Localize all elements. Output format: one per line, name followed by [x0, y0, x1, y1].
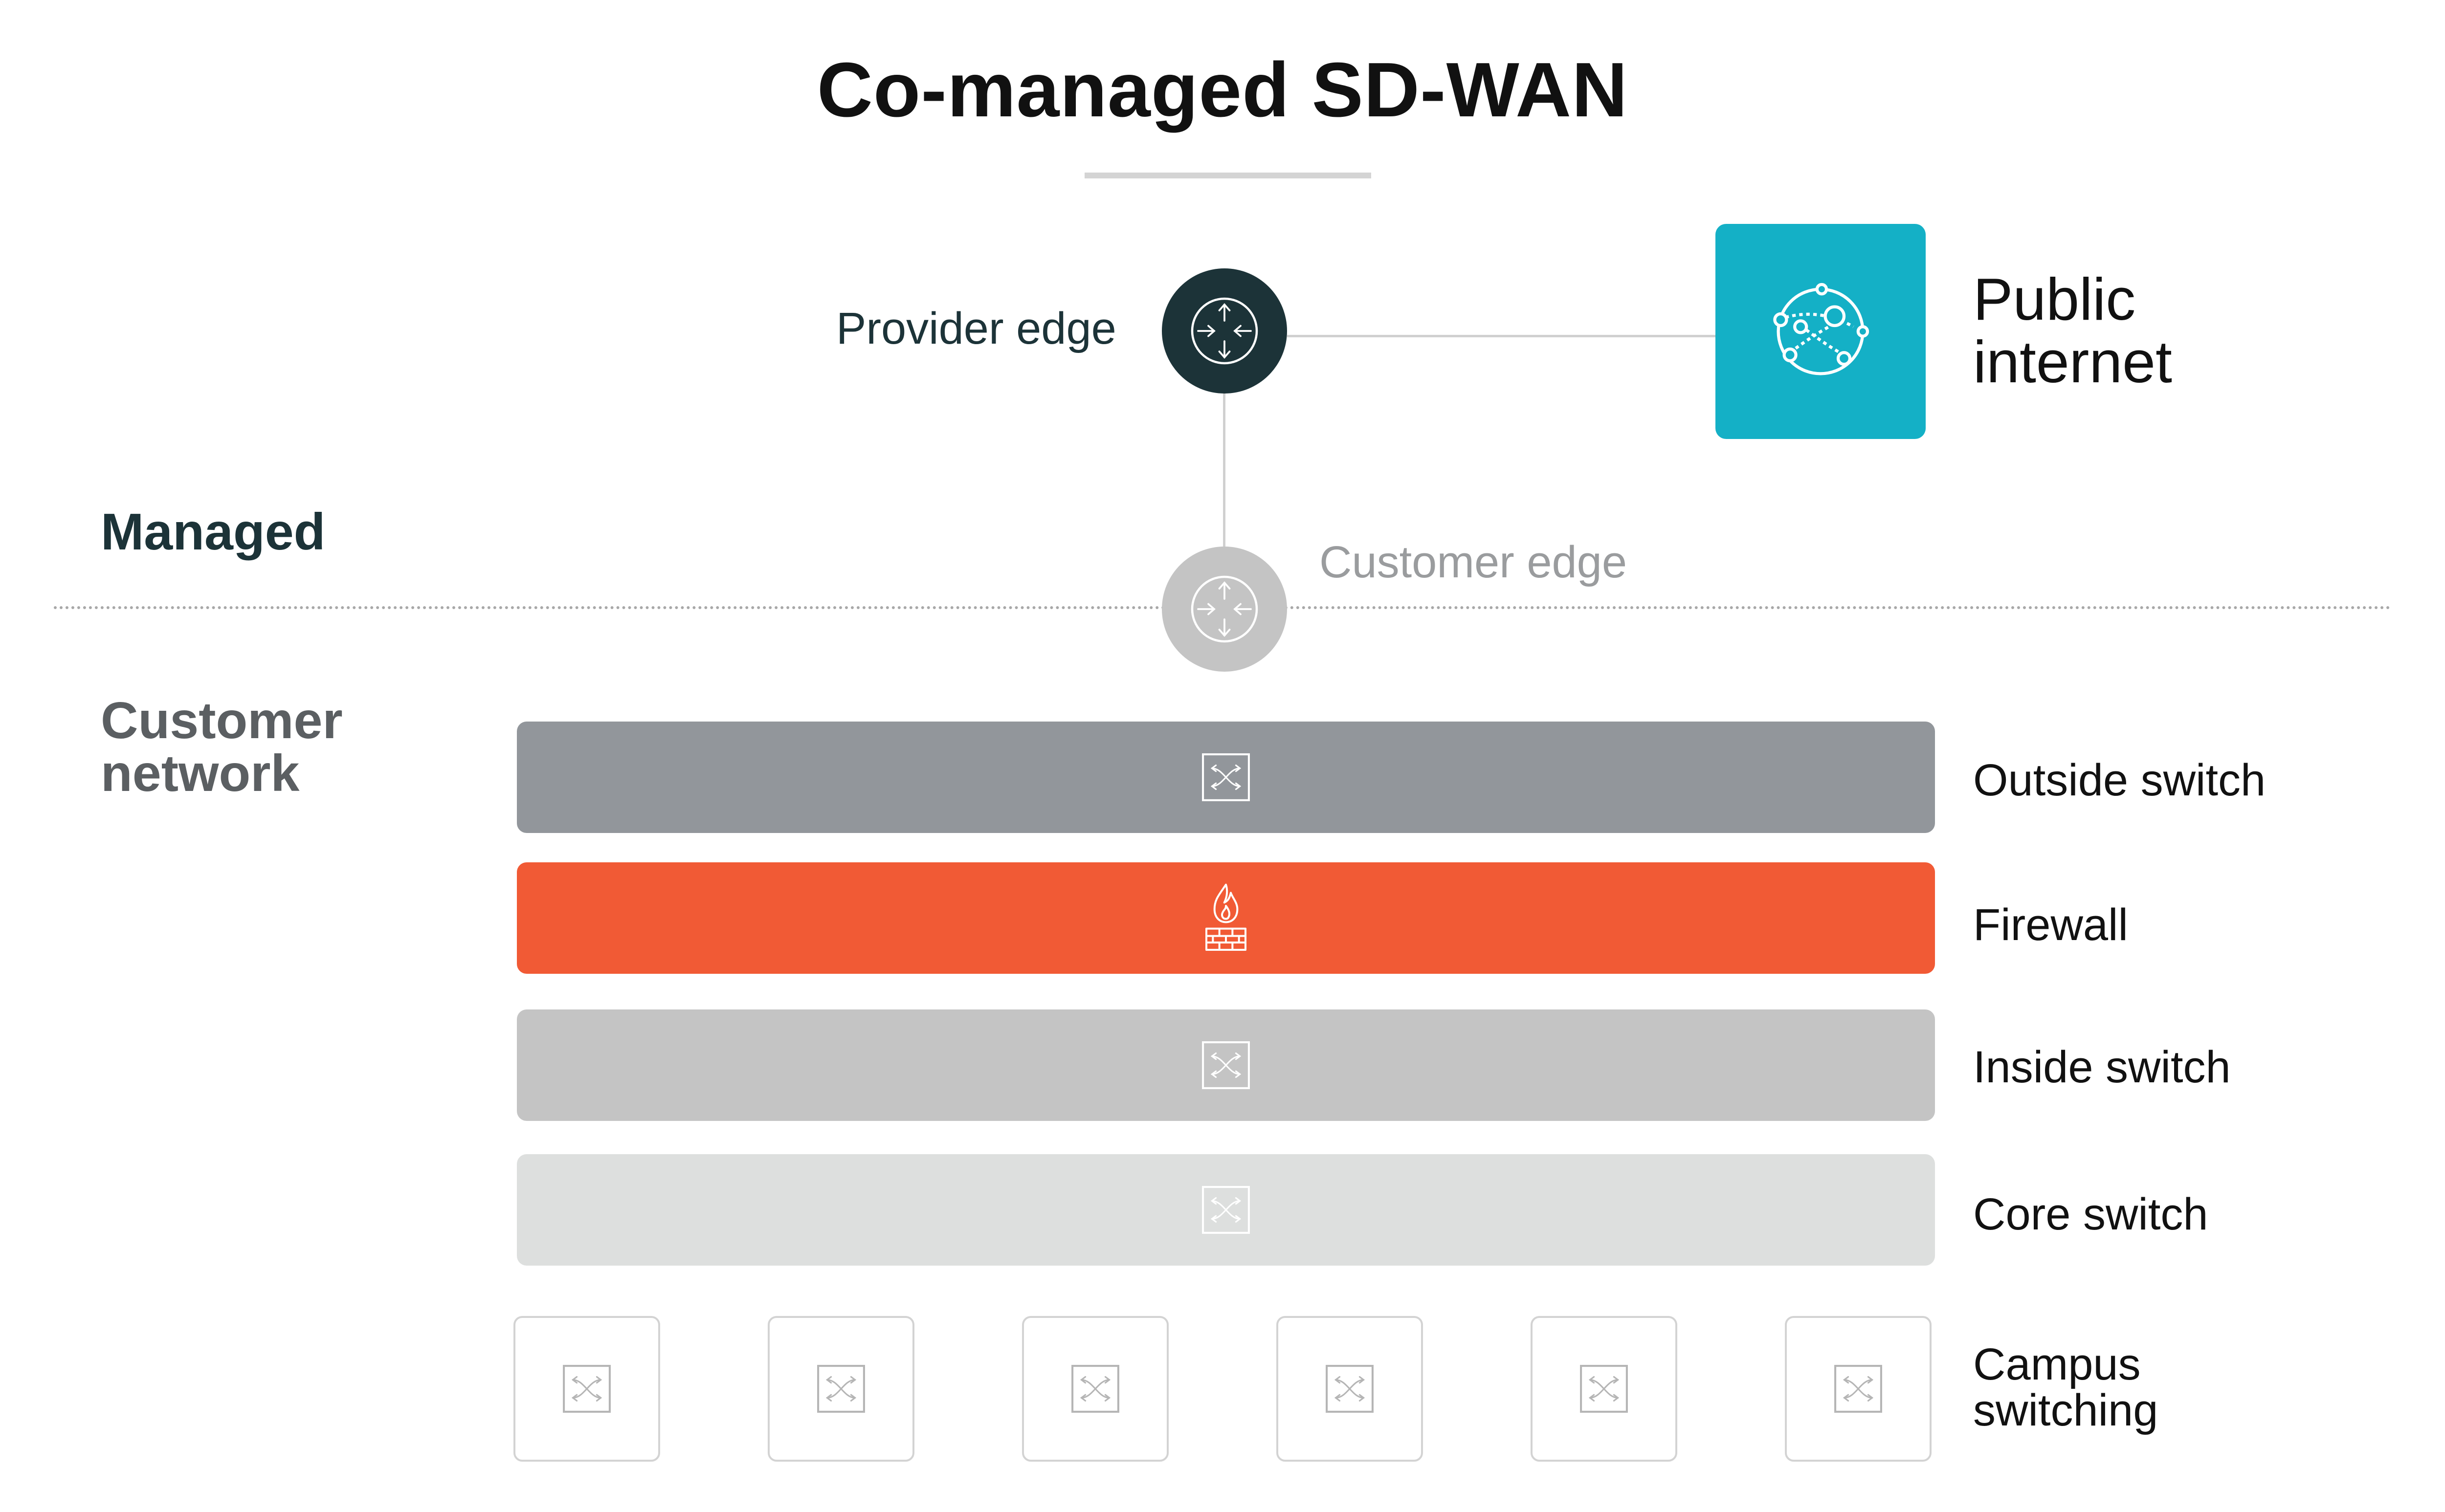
campus-switch-tile — [1531, 1316, 1677, 1462]
switch-icon — [1071, 1365, 1119, 1413]
public-internet-label-line2: internet — [1973, 329, 2172, 395]
customer-network-label-line2: network — [101, 745, 300, 803]
switch-icon — [563, 1365, 611, 1413]
switch-icon — [1580, 1365, 1628, 1413]
customer-network-label-line1: Customer — [101, 692, 343, 749]
firewall-icon — [1205, 883, 1246, 951]
provider-internet-link — [1287, 335, 1715, 337]
provider-edge-label: Provider edge — [836, 304, 1116, 353]
outside-switch-label: Outside switch — [1973, 755, 2266, 805]
outside-switch-bar — [517, 722, 1935, 833]
managed-section-label: Managed — [101, 503, 326, 561]
switch-icon — [1834, 1365, 1882, 1413]
switch-icon — [1326, 1365, 1374, 1413]
switch-icon — [1202, 1041, 1250, 1089]
campus-switch-tile — [1785, 1316, 1932, 1462]
campus-switching-label-line2: switching — [1973, 1385, 2158, 1435]
title-underline — [1085, 173, 1371, 178]
firewall-label: Firewall — [1973, 900, 2128, 950]
customer-edge-node — [1162, 547, 1287, 672]
globe-network-icon — [1773, 283, 1869, 375]
inside-switch-label: Inside switch — [1973, 1042, 2231, 1092]
firewall-bar — [517, 862, 1935, 974]
campus-switch-tile — [768, 1316, 914, 1462]
campus-switching-label: Campus switching — [1973, 1339, 2158, 1435]
switch-icon — [817, 1365, 865, 1413]
inside-switch-bar — [517, 1009, 1935, 1121]
switch-icon — [1202, 753, 1250, 801]
campus-switch-tile — [1276, 1316, 1423, 1462]
provider-edge-node — [1162, 268, 1287, 394]
provider-customer-link — [1223, 394, 1225, 547]
campus-switch-tile — [513, 1316, 660, 1462]
core-switch-label: Core switch — [1973, 1189, 2208, 1239]
public-internet-label-line1: Public — [1973, 266, 2136, 332]
campus-switching-label-line1: Campus — [1973, 1339, 2141, 1389]
customer-network-section-label: Customer network — [101, 694, 343, 800]
public-internet-label: Public internet — [1973, 268, 2172, 393]
public-internet-node — [1715, 224, 1926, 439]
switch-icon — [1202, 1186, 1250, 1234]
diagram-title: Co-managed SD-WAN — [817, 47, 1628, 133]
core-switch-bar — [517, 1154, 1935, 1266]
router-icon — [1191, 297, 1258, 365]
router-icon — [1191, 575, 1258, 643]
campus-switch-tile — [1022, 1316, 1169, 1462]
customer-edge-label: Customer edge — [1319, 537, 1627, 587]
